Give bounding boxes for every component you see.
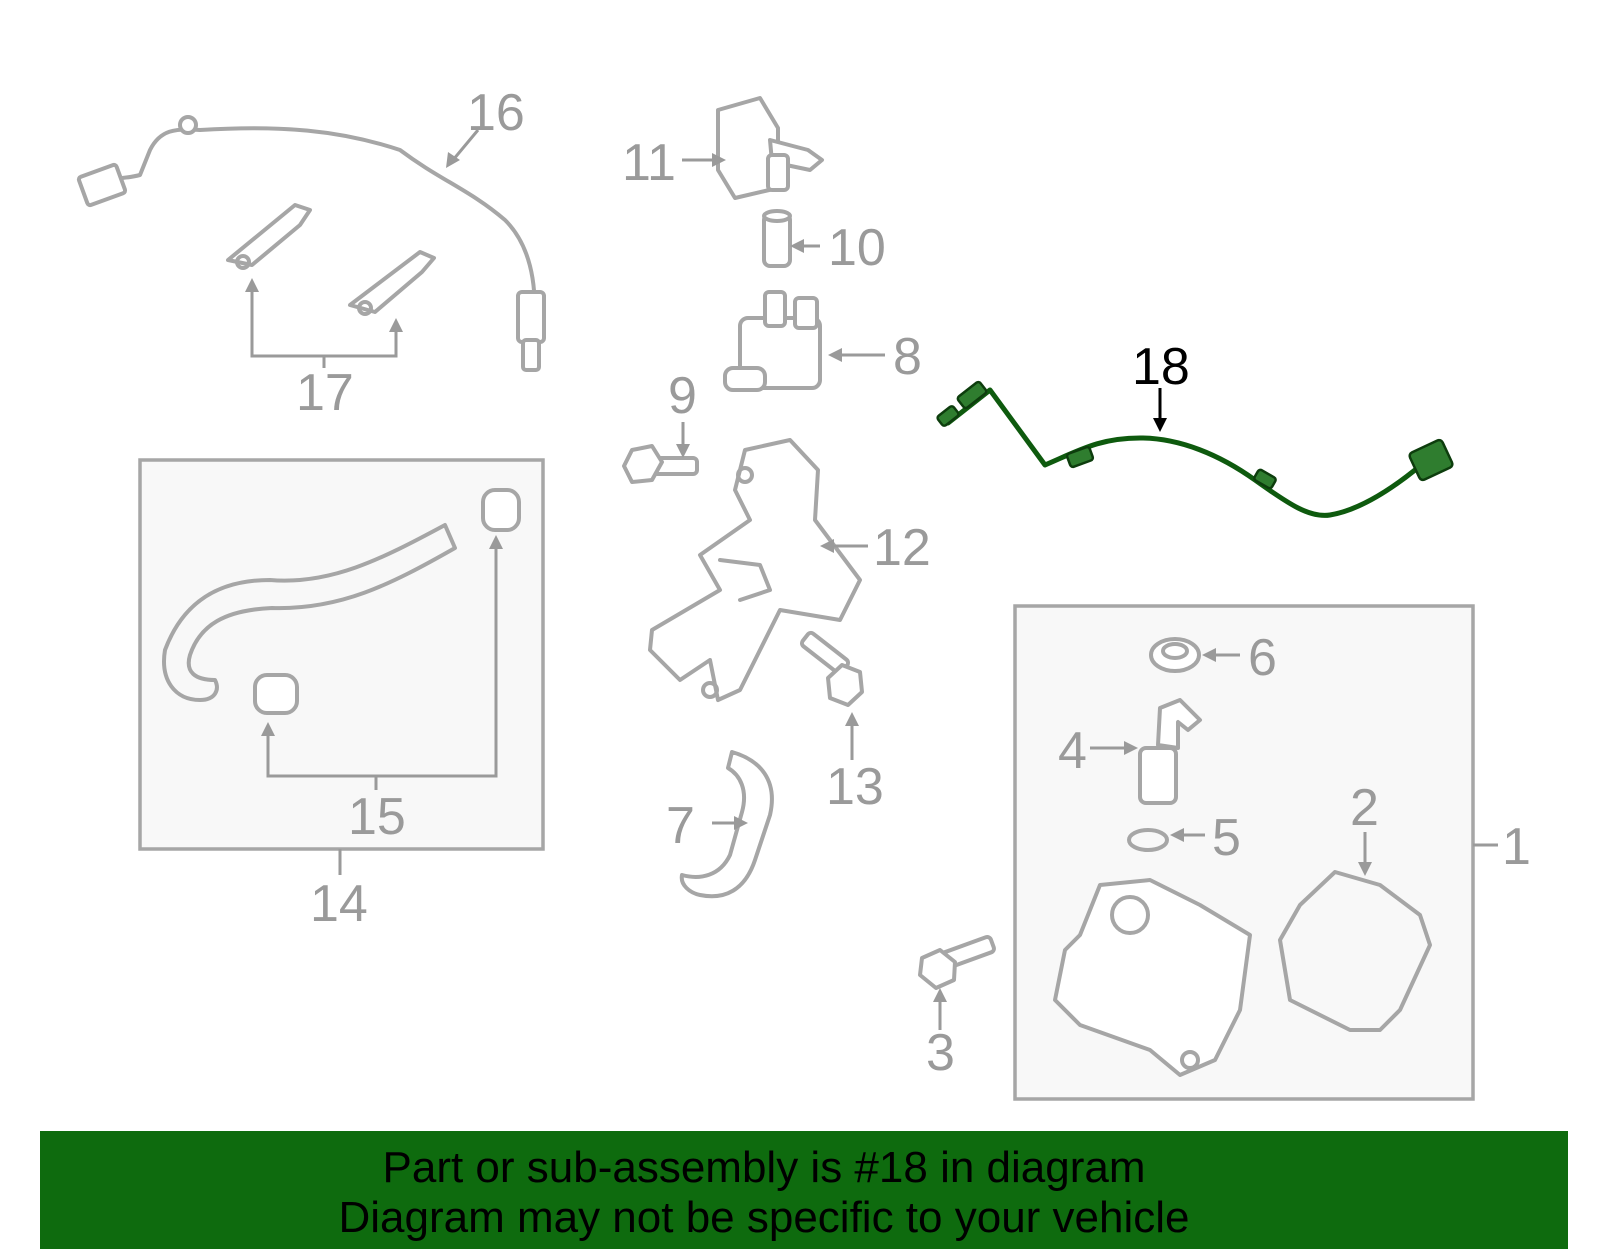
callout-9: 9 (668, 367, 697, 425)
part-4-pcv-valve[interactable] (1138, 698, 1202, 805)
callout-15: 15 (348, 788, 406, 846)
callout-16: 16 (467, 84, 525, 142)
part-5-o-ring[interactable] (1127, 828, 1169, 852)
part-18-oxygen-sensor-highlighted[interactable] (936, 380, 1454, 518)
part-2-gasket[interactable] (1278, 870, 1432, 1032)
callout-1: 1 (1502, 818, 1531, 876)
callout-6: 6 (1248, 629, 1277, 687)
part-1-cover-assembly[interactable] (1013, 604, 1475, 1101)
callout-10: 10 (828, 219, 886, 277)
part-16-oxygen-sensor[interactable] (76, 115, 546, 372)
part-13-bolt[interactable] (799, 630, 864, 707)
part-17-clips[interactable] (226, 203, 436, 316)
callout-14: 14 (310, 875, 368, 933)
callout-labels: 16 17 11 10 8 9 12 13 7 15 14 6 4 5 2 1 … (296, 84, 1531, 1082)
part-3-bolt[interactable] (918, 935, 996, 990)
callout-3: 3 (926, 1024, 955, 1082)
part-9-bolt[interactable] (622, 444, 699, 484)
banner-line-1: Part or sub-assembly is #18 in diagram (382, 1143, 1146, 1192)
callout-2: 2 (1350, 779, 1379, 837)
banner-line-2: Diagram may not be specific to your vehi… (338, 1193, 1190, 1242)
part-8-purge-valve[interactable] (723, 290, 822, 392)
callout-11: 11 (622, 134, 676, 192)
callout-13: 13 (826, 758, 884, 816)
part-12-bracket[interactable] (648, 438, 862, 702)
callout-18: 18 (1132, 338, 1190, 396)
callout-12: 12 (873, 519, 931, 577)
callout-7: 7 (666, 797, 695, 855)
info-banner: Part or sub-assembly is #18 in diagram D… (40, 1131, 1568, 1249)
callout-5: 5 (1212, 809, 1241, 867)
callout-8: 8 (893, 328, 922, 386)
part-7-hose[interactable] (679, 750, 774, 899)
callout-17: 17 (296, 364, 354, 422)
part-11-vacuum-solenoid[interactable] (716, 96, 824, 200)
part-10-grommet[interactable] (762, 209, 792, 268)
callout-4: 4 (1058, 722, 1087, 780)
part-14-hose-assembly[interactable] (138, 458, 545, 851)
leader-lines (245, 129, 1498, 1030)
